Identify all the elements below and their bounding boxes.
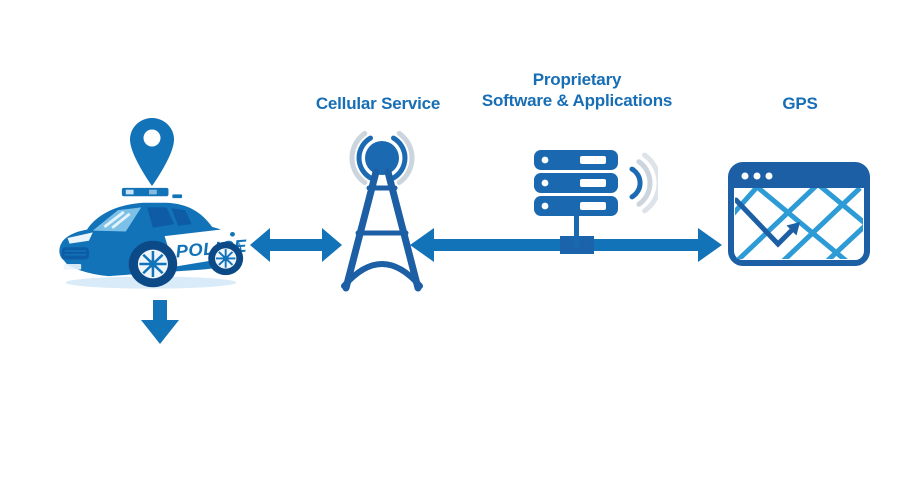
car-grille	[61, 247, 89, 270]
tower-frame	[341, 168, 423, 292]
car-tower-arrow	[250, 228, 342, 262]
car-front-wheel	[128, 240, 178, 288]
tower-signal-waves-icon	[349, 130, 415, 186]
software-label-line1: Proprietary	[532, 70, 622, 89]
map-window-titlebar	[731, 165, 867, 188]
car-lightbar	[121, 187, 183, 199]
car-rear-window	[171, 208, 192, 226]
map-window-icon	[728, 162, 870, 266]
car-headlight	[67, 232, 93, 244]
car-badge	[230, 231, 235, 237]
cellular-service-label: Cellular Service	[315, 94, 441, 113]
car-mirror	[137, 224, 147, 231]
tower-gps-arrow	[410, 228, 722, 262]
police-car-icon: POLICE	[59, 187, 248, 289]
location-pin-icon	[130, 118, 174, 186]
tower-antenna-ball	[365, 141, 399, 175]
software-label-line2: Software & Applications	[481, 91, 673, 110]
car-side-window	[147, 207, 175, 228]
gps-label: GPS	[782, 94, 818, 113]
map-streets	[735, 188, 863, 259]
software-label: Proprietary Software & Applications	[467, 69, 687, 111]
car-windshield-glare	[103, 210, 131, 229]
server-rows	[534, 150, 618, 216]
server-signal-waves-icon	[629, 152, 658, 214]
server-stand	[574, 214, 579, 248]
map-window-dots	[741, 172, 773, 180]
server-icon	[534, 150, 658, 248]
car-rear-wheel	[208, 241, 244, 276]
map-route-arrow	[735, 197, 800, 248]
cell-tower-icon	[341, 130, 423, 292]
down-arrow-icon	[141, 300, 179, 344]
